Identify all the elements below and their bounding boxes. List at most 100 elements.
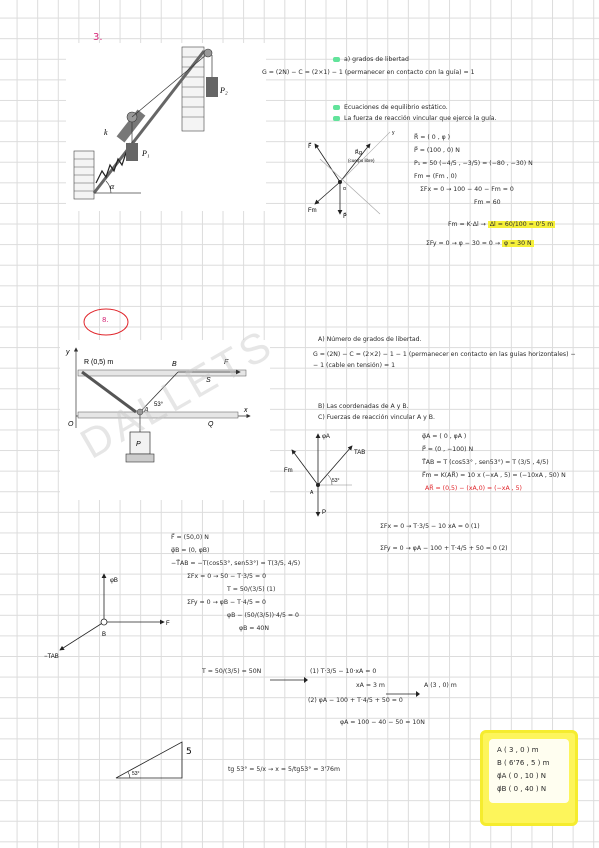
p8-xa-result: A (3 , 0) m (424, 682, 457, 689)
p3-b-label: Ecuaciones de equilibrio estático. (333, 104, 448, 113)
p8-rline-2: T⃗AB = T (cos53° , sen53°) = T (3/5 , 4/… (422, 459, 549, 466)
green-dot-icon (333, 115, 340, 121)
p3-a-label: a) grados de libertad (333, 56, 409, 65)
p8-left-lines: F⃗ = (50,0) N φ⃗B = (0, φB) −T⃗AB = −T(c… (171, 533, 300, 637)
problem-3-figure: k P₁ P₂ α (66, 43, 266, 211)
problem-8-figure: R (0,5) m B F S y O A 53° Q x P (60, 340, 270, 500)
fig8-x-label: x (243, 407, 248, 414)
p8-lline-4: T = 50/(3/5) (1) (227, 586, 276, 593)
incline-spring-diagram: k P₁ P₂ α (73, 46, 228, 200)
fbdb-phib-label: φB (110, 578, 118, 584)
p8-rline-0: φ⃗A = ( 0 , φA ) (422, 433, 467, 440)
p8-red-line: AR⃗ = (0,5) − (xA,0) = (−xA , 5) (425, 485, 522, 492)
fbdb-tab-label: −TAB (44, 654, 59, 660)
p3-c-label: La fuerza de reacción vincular que ejerc… (333, 115, 497, 124)
p3-b-label-text: Ecuaciones de equilibrio estático. (344, 104, 448, 111)
problem-8-circle (82, 307, 130, 337)
fig8-angle-label: 53° (154, 402, 164, 408)
triangle-angle-label: 53° (132, 771, 140, 777)
fig8-b-label: B (172, 361, 177, 368)
p3-c-label-text: La fuerza de reacción vincular que ejerc… (344, 115, 497, 122)
fbd8-tab-label: TAB (354, 450, 365, 456)
triangle-side-label: 5 (186, 747, 192, 757)
fig8-r-label: R (0,5) m (84, 359, 113, 366)
p8-t-line: T = 50/(3/5) = 50N (202, 668, 262, 675)
p8-c-label: C) Fuerzas de reacción vincular A y B. (318, 414, 436, 421)
p3-line-4: ΣFx = 0 → 100 − 40 − Fm = 0 (420, 186, 514, 193)
fbd-fm-label: Fm (308, 208, 317, 214)
fbd-y-label: y (392, 130, 395, 136)
p8-b-label: B) Las coordenadas de A y B. (318, 403, 409, 410)
problem-8-number: 8. (102, 316, 109, 324)
p8-a-label: A) Número de grados de libertad. (318, 336, 422, 343)
p8-a-eq2: − 1 (cable en tensión) = 1 (313, 362, 396, 369)
p3-a-eq: G = (2N) − C = (2×1) − 1 (permanecer en … (262, 69, 475, 76)
fig8-s-label: S (206, 377, 211, 384)
p8-lline-1: φ⃗B = (0, φB) (171, 547, 210, 554)
p8-eq2-line: (2) φA − 100 + T·4/5 + 50 = 0 (308, 697, 403, 704)
summary-line-3: φ⃗B ( 0 , 40 ) N (497, 785, 547, 793)
p3-line-k: Fm = K·Δl → Δl = 60/100 = 0'5 m (448, 221, 556, 230)
p3-line-k-text: Fm = K·Δl → (448, 221, 488, 228)
p8-rline-3: F⃗m = K(AR⃗) = 10 x (−xA , 5) = (−10xA ,… (422, 472, 566, 479)
fbd8-fm-label: Fm (284, 468, 293, 474)
p8-tan-line: tg 53° = 5/x → x = 5/tg53° = 3'76m (228, 766, 340, 773)
label-p2: P₂ (219, 86, 228, 95)
fbd-angle-label: α (343, 186, 346, 192)
p8-t-arrow: (1) T·3/5 − 10·xA = 0 (310, 668, 377, 675)
summary-box: A ( 3 , 0 ) m B ( 6'76 , 5 ) m φ⃗A ( 0 ,… (480, 730, 578, 826)
p3-equations: R⃗ = ( 0 , φ ) P⃗ = (100 , 0) N P₁ = 50 … (414, 133, 533, 211)
label-k: k (104, 128, 108, 137)
p8-lline-3: ΣFx = 0 → 50 − T·3/5 = 0 (187, 573, 267, 580)
p8-eq2: ΣFy = 0 → φA − 100 + T·4/5 + 50 = 0 (2) (380, 545, 508, 552)
fbd-f-label: F⃗ (308, 142, 312, 150)
problem-3-number: 3. (93, 32, 103, 43)
fbd8-angle-label: 53° (332, 478, 340, 484)
p8-rline-1: P⃗ = (0 , −100) N (422, 446, 474, 453)
p3-a-label-text: a) grados de libertad (344, 56, 409, 63)
p3-line-1: P⃗ = (100 , 0) N (414, 147, 460, 154)
summary-line-0: A ( 3 , 0 ) m (497, 746, 539, 754)
fbd8-a-label: A (310, 490, 314, 496)
fig8-y-label: y (65, 349, 70, 356)
p8-lline-6: φB − (50/(3/5))·4/5 = 0 (227, 612, 299, 619)
p3-line-fy-highlight: φ = 30 N (501, 240, 534, 247)
p8-lline-2: −T⃗AB = −T(cos53°, sen53°) = T(3/5, 4/5) (171, 560, 301, 567)
summary-line-1: B ( 6'76 , 5 ) m (497, 759, 550, 767)
p3-free-body-diagram: F⃗ R⃗g (cuerpo libre) Fm P⃗ α y (300, 124, 410, 224)
fbdb-b-label: B (102, 632, 106, 638)
p3-line-fy: ΣFy = 0 → φ − 30 = 0 → φ = 30 N (426, 240, 534, 249)
fig8-f-label: F (224, 359, 229, 366)
fig8-p-label: P (136, 441, 141, 448)
p3-line-3: Fm = (Fm , 0) (414, 173, 457, 180)
green-dot-icon (333, 56, 340, 62)
fbd8-p-label: P (322, 510, 326, 516)
fig8-o-label: O (68, 421, 74, 428)
fbdb-f-label: F (166, 621, 170, 627)
p8-fbd-b: φB F B −TAB (40, 560, 190, 660)
p3-line-k-highlight: Δl = 60/100 = 0'5 m (487, 221, 556, 228)
fbd-rg-label: R⃗g (355, 148, 362, 156)
p3-line-0: R⃗ = ( 0 , φ ) (414, 134, 451, 141)
fig8-q-label: Q (208, 421, 214, 428)
p8-lline-5: ΣFy = 0 → φB − T·4/5 = 0 (187, 599, 266, 606)
fig8-a-label: A (143, 407, 149, 414)
arrow-icon (386, 684, 420, 697)
p8-lline-0: F⃗ = (50,0) N (171, 534, 209, 541)
p8-a-eq: G = (2N) − C = (2×2) − 1 − 1 (permanecer… (313, 351, 576, 358)
p8-fbd-a: φA TAB Fm P 53° A (280, 420, 380, 520)
p8-lline-7: φB = 40N (239, 625, 269, 632)
green-dot-icon (333, 104, 340, 110)
fbd-rg-note: (cuerpo libre) (348, 158, 375, 163)
p8-phia-line: φA = 100 − 40 − 50 = 10N (340, 719, 425, 726)
p3-line-fy-text: ΣFy = 0 → φ − 30 = 0 → (426, 240, 502, 247)
summary-content: A ( 3 , 0 ) m B ( 6'76 , 5 ) m φ⃗A ( 0 ,… (489, 739, 569, 803)
p3-line-5: Fm = 60 (474, 199, 501, 206)
label-alpha: α (110, 182, 115, 191)
fbd8-phia-label: φA (322, 434, 330, 440)
p3-line-2: P₁ = 50 (−4/5 , −3/5) = (−80 , −30) N (414, 160, 533, 167)
p8-triangle: 53° 5 (110, 736, 210, 784)
arrow-icon (270, 670, 308, 683)
p8-eq1: ΣFx = 0 → T·3/5 − 10 xA = 0 (1) (380, 523, 480, 530)
summary-line-2: φ⃗A ( 0 , 10 ) N (497, 772, 547, 780)
